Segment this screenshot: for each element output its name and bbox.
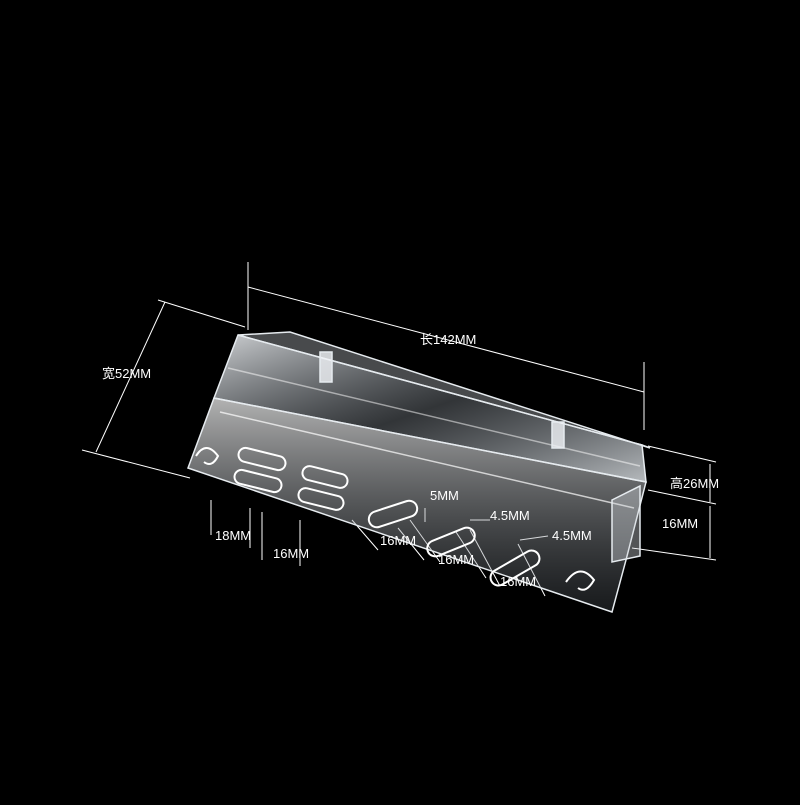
slot-gap-top-label: 5MM: [430, 488, 459, 503]
width-label: 宽52MM: [102, 366, 152, 381]
length-label: 长142MM: [420, 332, 477, 347]
slot-cutouts: [195, 446, 596, 591]
leg-height-label: 16MM: [662, 516, 699, 531]
acrylic-holder-body: [187, 331, 651, 613]
height-label: 高26MM: [670, 476, 720, 491]
slot-e-label: 16MM: [500, 574, 537, 589]
slot-d-label: 16MM: [438, 552, 475, 567]
slot-a-label: 18MM: [215, 528, 252, 543]
slot-gap-right-label: 4.5MM: [552, 528, 592, 543]
slot-c-label: 16MM: [380, 533, 417, 548]
slot-gap-middle-label: 4.5MM: [490, 508, 530, 523]
slot-b-label: 16MM: [273, 546, 310, 561]
